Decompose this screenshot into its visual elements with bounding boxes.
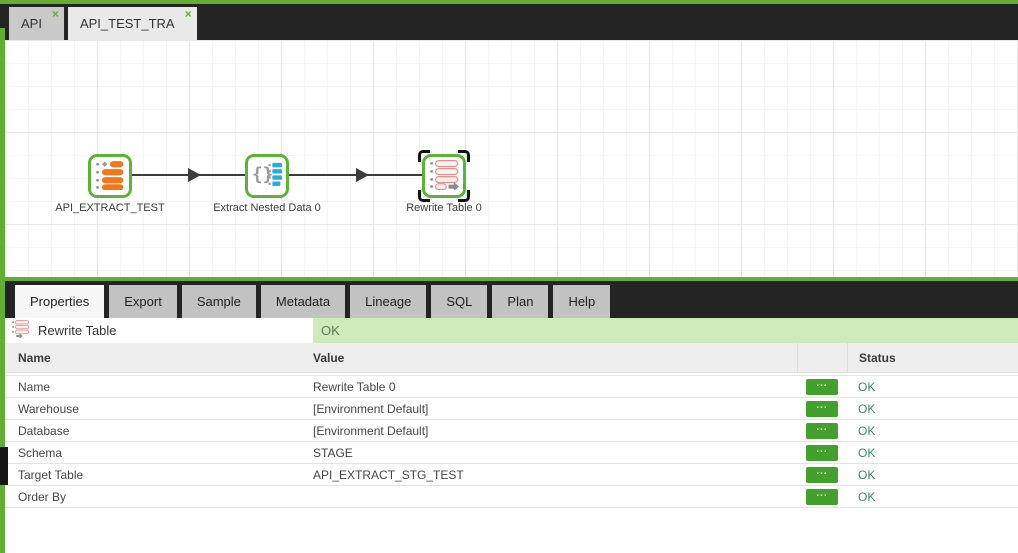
- selection-corner: [418, 150, 430, 162]
- connector-1-arrow-icon: [188, 168, 201, 182]
- document-tab-api_test_tra[interactable]: API_TEST_TRA ×: [67, 7, 197, 40]
- node-label: Extract Nested Data 0: [213, 202, 321, 214]
- panel-tab-help[interactable]: Help: [553, 285, 611, 318]
- component-header: Rewrite Table OK: [5, 318, 1018, 343]
- panel-tab-sample[interactable]: Sample: [181, 285, 256, 318]
- edit-property-button[interactable]: ...: [806, 444, 838, 461]
- header-value: Value: [313, 350, 345, 365]
- node-rewrite-table[interactable]: Rewrite Table 0: [406, 150, 482, 214]
- property-name: Order By: [18, 489, 67, 504]
- node-extract-nested-data[interactable]: {} Extract Nested Data 0: [213, 154, 321, 214]
- selection-corner: [458, 190, 470, 202]
- property-name: Database: [18, 423, 70, 438]
- edit-property-button[interactable]: ...: [806, 466, 838, 483]
- document-tab-api[interactable]: API ×: [9, 7, 64, 40]
- node-label: API_EXTRACT_TEST: [55, 202, 165, 214]
- property-status: OK: [858, 379, 876, 394]
- property-value: Rewrite Table 0: [313, 379, 396, 394]
- component-status-bar: OK: [313, 318, 1018, 343]
- panel-tab-lineage[interactable]: Lineage: [350, 285, 427, 318]
- node-label: Rewrite Table 0: [406, 202, 482, 214]
- property-name: Target Table: [18, 467, 84, 482]
- edit-property-button[interactable]: ...: [806, 400, 838, 417]
- property-value: [Environment Default]: [313, 423, 429, 438]
- table-header: Name Value Status: [5, 343, 1018, 373]
- component-name: Rewrite Table: [38, 323, 117, 338]
- svg-text:{}: {}: [252, 165, 273, 185]
- table-row: Name Rewrite Table 0 ... OK: [5, 376, 1018, 398]
- property-status: OK: [858, 401, 876, 416]
- table-row: Order By ... OK: [5, 486, 1018, 508]
- table-rows: Name Rewrite Table 0 ... OK Warehouse [E…: [5, 375, 1018, 508]
- panel-tab-export[interactable]: Export: [109, 285, 177, 318]
- property-name: Name: [18, 379, 51, 394]
- connector-2-arrow-icon: [356, 168, 369, 182]
- collapsed-panel-handle[interactable]: [0, 447, 8, 485]
- property-value: API_EXTRACT_STG_TEST: [313, 467, 464, 482]
- header-name: Name: [18, 350, 51, 365]
- header-button-column: [797, 343, 847, 372]
- panel-top-accent: [0, 277, 1018, 281]
- tab-label: API_TEST_TRA: [79, 16, 175, 31]
- property-value: [Environment Default]: [313, 401, 429, 416]
- panel-tab-sql[interactable]: SQL: [431, 285, 488, 318]
- document-tabs: API × API_TEST_TRA ×: [0, 4, 1018, 40]
- property-name: Warehouse: [18, 401, 79, 416]
- selection-corner: [418, 190, 430, 202]
- header-status: Status: [847, 343, 1018, 372]
- panel-tab-metadata[interactable]: Metadata: [260, 285, 346, 318]
- rewrite-table-icon: [11, 319, 30, 343]
- close-icon[interactable]: ×: [51, 7, 59, 21]
- api-extract-icon: [94, 158, 126, 195]
- extract-nested-data-icon: {}: [251, 158, 283, 195]
- table-row: Warehouse [Environment Default] ... OK: [5, 398, 1018, 420]
- property-status: OK: [858, 423, 876, 438]
- job-canvas[interactable]: API_EXTRACT_TEST {}: [5, 40, 1018, 277]
- property-status: OK: [858, 489, 876, 504]
- table-row: Database [Environment Default] ... OK: [5, 420, 1018, 442]
- connector-2[interactable]: [289, 174, 422, 176]
- property-status: OK: [858, 445, 876, 460]
- selection-corner: [458, 150, 470, 162]
- property-value: STAGE: [313, 445, 353, 460]
- property-name: Schema: [18, 445, 63, 460]
- table-row: Target Table API_EXTRACT_STG_TEST ... OK: [5, 464, 1018, 486]
- left-accent-strip: [0, 28, 5, 553]
- rewrite-table-icon: [428, 158, 460, 195]
- properties-table: Name Value Status Name Rewrite Table 0 .…: [5, 343, 1018, 508]
- panel-tab-plan[interactable]: Plan: [492, 285, 549, 318]
- tab-label: API: [21, 16, 42, 31]
- edit-property-button[interactable]: ...: [806, 378, 838, 395]
- property-status: OK: [858, 467, 876, 482]
- edit-property-button[interactable]: ...: [806, 488, 838, 505]
- node-api-extract-test[interactable]: API_EXTRACT_TEST: [55, 154, 165, 214]
- close-icon[interactable]: ×: [184, 7, 192, 21]
- window-top-accent: [0, 0, 1018, 4]
- edit-property-button[interactable]: ...: [806, 422, 838, 439]
- panel-tab-properties[interactable]: Properties: [15, 285, 105, 318]
- table-row: Schema STAGE ... OK: [5, 442, 1018, 464]
